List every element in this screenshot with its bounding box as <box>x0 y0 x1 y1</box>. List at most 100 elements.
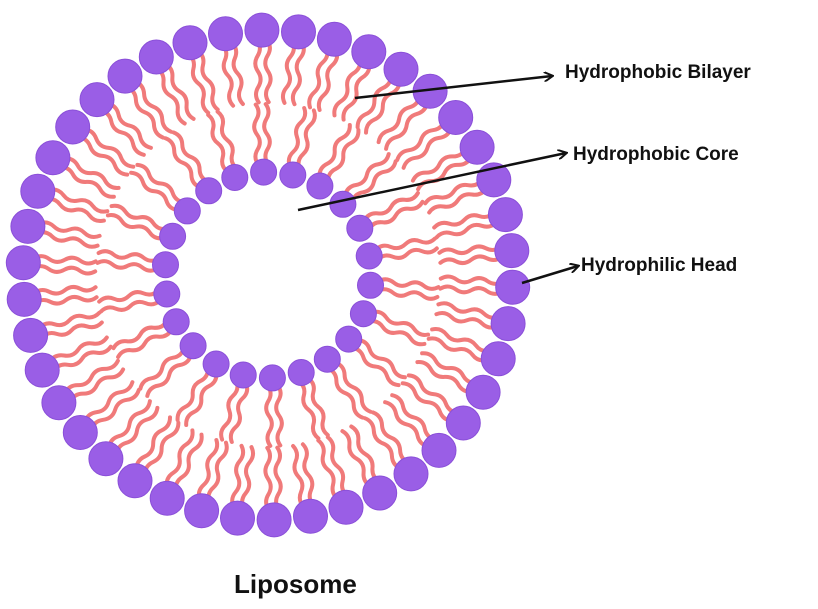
lipid-tail <box>376 277 441 291</box>
lipid-head <box>20 173 56 209</box>
lipid-tail <box>423 177 485 206</box>
lipid-head <box>41 385 77 421</box>
bilayer-arrow <box>354 76 552 100</box>
diagram-title: Liposome <box>234 569 357 599</box>
lipid-tail <box>195 48 220 112</box>
lipid-tail <box>164 428 195 489</box>
lipid-head <box>258 364 286 392</box>
lipid-head <box>438 100 474 135</box>
lipid-tail <box>163 61 196 121</box>
lipid-tail <box>333 360 373 414</box>
lipid-tail <box>173 432 204 494</box>
lipid-head <box>138 39 174 75</box>
lipid-head <box>487 197 523 233</box>
lipid-tail <box>325 435 350 498</box>
lipid-tail <box>340 429 373 489</box>
lipid-tail <box>138 345 187 391</box>
lipid-head <box>351 34 387 70</box>
lipid-tail <box>349 424 382 484</box>
lipid-tail <box>296 108 317 171</box>
lipid-tail <box>373 236 437 252</box>
lipid-tail <box>47 187 110 214</box>
lipid-tail <box>390 393 438 442</box>
lipid-tail <box>135 162 187 205</box>
lipid-head <box>88 441 124 477</box>
label-hydrophilic-head: Hydrophilic Head <box>581 255 738 276</box>
lipid-tail <box>343 152 391 198</box>
lipid-head <box>24 352 60 388</box>
lipid-head <box>279 161 307 189</box>
lipid-tail <box>142 420 181 477</box>
lipid-tail <box>96 249 161 263</box>
lipid-tail <box>438 254 505 266</box>
lipid-tail <box>332 56 363 118</box>
lipid-head <box>55 109 91 145</box>
lipid-tail <box>47 335 109 364</box>
lipid-tail <box>51 344 113 373</box>
lipid-head <box>172 25 208 61</box>
lipid-tail <box>341 61 372 122</box>
lipid-tail <box>427 186 489 215</box>
lipid-head <box>184 493 220 529</box>
lipid-tail <box>355 337 407 380</box>
lipid-tail <box>34 230 100 249</box>
lipid-head <box>117 463 153 499</box>
lipid-tail <box>105 213 166 241</box>
core-arrow <box>297 153 566 212</box>
label-hydrophobic-core: Hydrophobic Core <box>573 144 739 165</box>
lipid-tail <box>116 327 174 359</box>
lipid-tail <box>230 443 246 510</box>
lipid-head <box>244 12 280 48</box>
lipid-tail <box>384 100 430 151</box>
lipid-head <box>306 172 334 200</box>
lipid-tail <box>438 284 505 296</box>
lipid-head <box>152 251 179 279</box>
lipid-tail <box>154 66 187 126</box>
lipid-tail <box>290 40 306 107</box>
lipid-head <box>179 332 207 360</box>
lipid-tail <box>362 191 420 223</box>
lipid-head <box>220 500 255 536</box>
lipid-tail <box>366 199 425 232</box>
lipid-head <box>393 456 429 492</box>
lipid-tail <box>307 45 330 110</box>
lipid-tail <box>406 373 461 415</box>
lipid-tail <box>186 52 211 115</box>
lipid-head <box>35 140 71 176</box>
lipid-head <box>6 281 42 317</box>
lipid-tail <box>206 440 229 505</box>
lipid-tail <box>306 376 330 438</box>
lipid-tail <box>366 318 427 347</box>
lipid-tail <box>426 336 489 363</box>
lipid-head <box>173 197 201 225</box>
lipid-tail <box>263 38 273 105</box>
lipid-heads <box>5 12 531 538</box>
lipid-tail <box>376 93 422 145</box>
lipid-tail <box>349 345 401 388</box>
lipid-tail <box>175 366 210 422</box>
lipid-tail <box>297 379 321 441</box>
lipid-tail <box>32 294 99 306</box>
lipid-head <box>221 164 249 191</box>
lipid-tail <box>99 298 163 314</box>
lipid-tail <box>430 326 493 354</box>
lipid-tail <box>129 170 181 213</box>
lipid-tail <box>230 40 245 106</box>
lipid-head <box>195 177 223 205</box>
lipid-head <box>107 58 143 94</box>
lipid-tail <box>252 102 262 167</box>
lipid-tail <box>31 254 98 266</box>
lipid-head <box>349 300 377 328</box>
lipid-tail <box>401 125 454 170</box>
lipid-tail <box>37 310 102 331</box>
lipid-head <box>256 502 292 538</box>
lipid-head <box>335 325 363 353</box>
lipid-tail <box>437 244 504 256</box>
lipid-head <box>62 415 98 450</box>
lipid-head <box>10 208 46 244</box>
lipid-head <box>421 432 457 468</box>
lipid-tail <box>111 318 170 351</box>
lipid-head <box>383 51 419 87</box>
lipid-tail <box>39 320 104 340</box>
lipid-head <box>490 306 526 342</box>
